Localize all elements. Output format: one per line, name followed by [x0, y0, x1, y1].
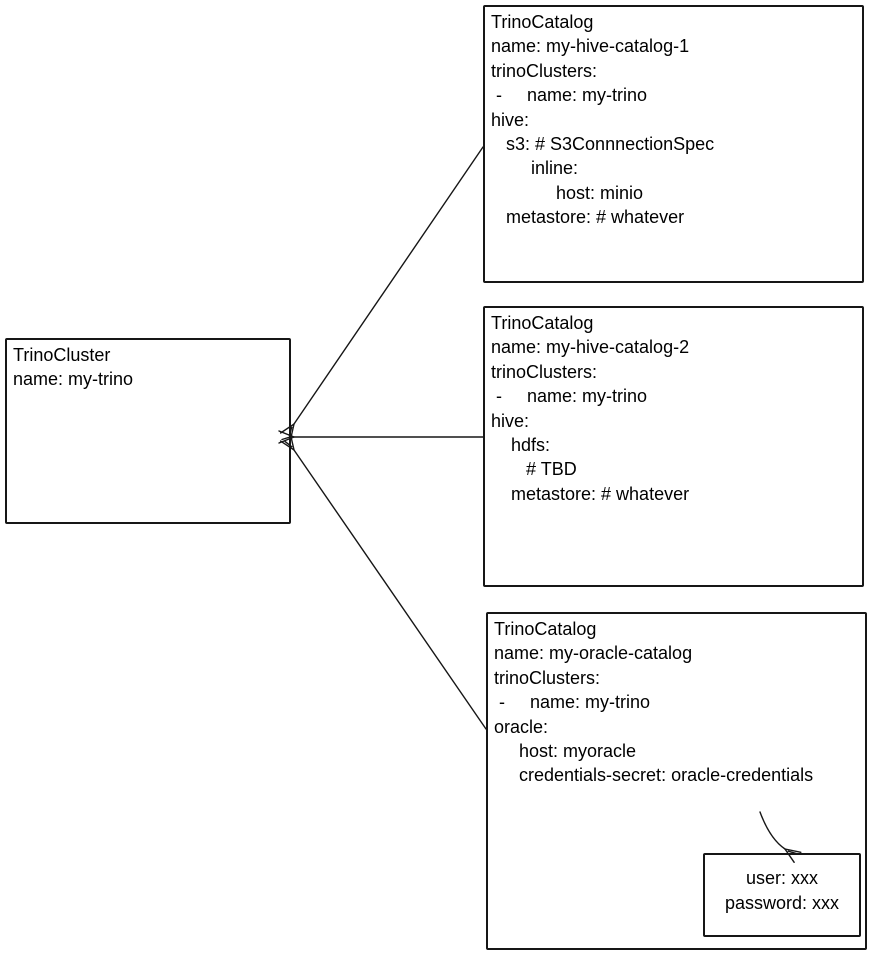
- node-trino-cluster: TrinoCluster name: my-trino: [5, 338, 291, 524]
- yaml-line: - name: my-trino: [491, 85, 648, 106]
- yaml-line: name: my-hive-catalog-1: [491, 36, 690, 57]
- yaml-line: s3: # S3ConnnectionSpec: [491, 134, 715, 155]
- yaml-line: hive:: [491, 109, 530, 130]
- node-credentials-secret: user: xxx password: xxx: [703, 853, 861, 937]
- yaml-line: metastore: # whatever: [491, 207, 685, 228]
- yaml-line: inline:: [491, 158, 579, 179]
- yaml-line: hive:: [491, 410, 530, 431]
- yaml-line: host: myoracle: [494, 741, 637, 762]
- yaml-line: name: my-trino: [13, 369, 134, 390]
- yaml-line: hdfs:: [491, 435, 551, 456]
- connector-catalog1-to-cluster: [279, 146, 484, 441]
- yaml-line: - name: my-trino: [491, 386, 648, 407]
- node-title: TrinoCatalog: [491, 12, 594, 32]
- node-title: TrinoCluster: [13, 345, 111, 365]
- secret-line: password: xxx: [724, 893, 840, 913]
- yaml-line: metastore: # whatever: [491, 483, 690, 504]
- node-trino-catalog-1: TrinoCatalog name: my-hive-catalog-1 tri…: [483, 5, 864, 283]
- yaml-line: credentials-secret: oracle-credentials: [494, 765, 814, 786]
- yaml-line: oracle:: [494, 716, 549, 737]
- yaml-line: trinoClusters:: [491, 60, 598, 81]
- node-trino-catalog-2: TrinoCatalog name: my-hive-catalog-2 tri…: [483, 306, 864, 587]
- node-title: TrinoCatalog: [494, 619, 597, 639]
- node-title: TrinoCatalog: [491, 313, 594, 333]
- yaml-line: - name: my-trino: [494, 692, 651, 713]
- yaml-line: host: minio: [491, 182, 644, 203]
- connector-catalog3-to-cluster: [279, 433, 487, 730]
- yaml-line: trinoClusters:: [491, 361, 598, 382]
- node-trino-catalog-3: TrinoCatalog name: my-oracle-catalog tri…: [486, 612, 867, 950]
- yaml-line: trinoClusters:: [494, 667, 601, 688]
- secret-line: user: xxx: [745, 868, 819, 888]
- yaml-line: name: my-hive-catalog-2: [491, 337, 690, 358]
- yaml-line: # TBD: [491, 459, 577, 480]
- yaml-line: name: my-oracle-catalog: [494, 643, 693, 664]
